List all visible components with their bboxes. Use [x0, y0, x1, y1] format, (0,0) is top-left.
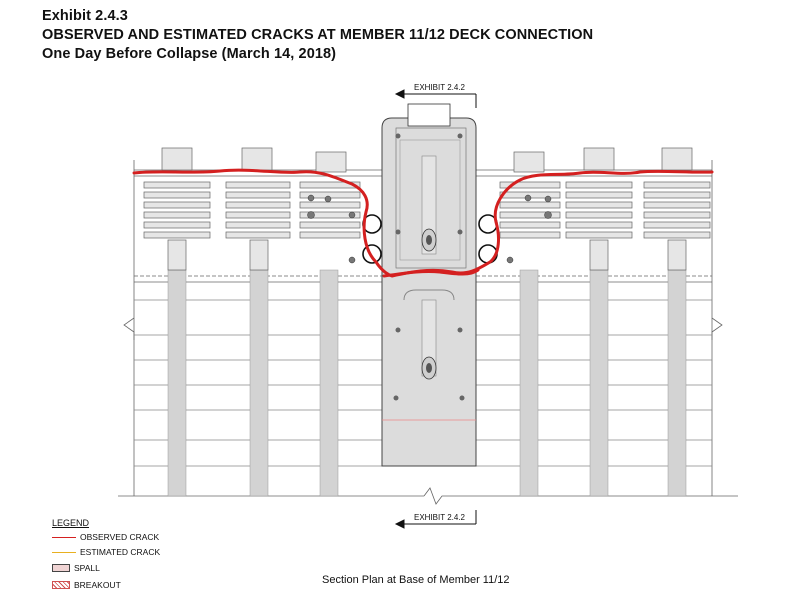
observed-cracks	[132, 168, 714, 278]
breakout-swatch	[52, 581, 70, 589]
estimated-crack-swatch	[52, 551, 76, 553]
anchor-stack-5	[565, 147, 633, 271]
legend-label: ESTIMATED CRACK	[80, 547, 161, 557]
legend-title: LEGEND	[52, 518, 90, 528]
section-cut-top-label: EXHIBIT 2.4.2	[414, 83, 466, 92]
exhibit-number: Exhibit 2.4.3	[42, 8, 128, 24]
anchor-stack-6	[643, 147, 711, 271]
anchor-stack-2	[225, 147, 291, 271]
anchor-stack-1	[143, 147, 211, 271]
anchor-stack-3	[299, 151, 361, 239]
reinforcement-dots	[307, 194, 552, 264]
legend-item-spall: SPALL	[52, 563, 100, 573]
section-cut-bottom	[394, 510, 477, 529]
legend-item-observed-crack: OBSERVED CRACK	[52, 532, 159, 542]
figure-subtitle: One Day Before Collapse (March 14, 2018)	[42, 46, 337, 62]
legend-item-breakout: BREAKOUT	[52, 580, 121, 590]
anchor-stack-4	[499, 151, 561, 239]
legend-item-estimated-crack: ESTIMATED CRACK	[52, 547, 160, 557]
observed-crack-swatch	[52, 536, 76, 538]
pt-bar-ducts	[167, 269, 687, 497]
section-cut-bottom-label: EXHIBIT 2.4.2	[414, 513, 466, 522]
legend-label: OBSERVED CRACK	[80, 532, 160, 542]
member-11-12-footprint	[381, 103, 477, 467]
legend-label: SPALL	[74, 563, 100, 573]
legend-label: BREAKOUT	[74, 580, 121, 590]
section-cut-top	[394, 89, 477, 108]
spall-swatch	[52, 564, 70, 572]
drawing-caption: Section Plan at Base of Member 11/12	[322, 574, 510, 586]
anchor-stacks	[143, 147, 711, 271]
figure-title: OBSERVED AND ESTIMATED CRACKS AT MEMBER …	[42, 27, 594, 43]
